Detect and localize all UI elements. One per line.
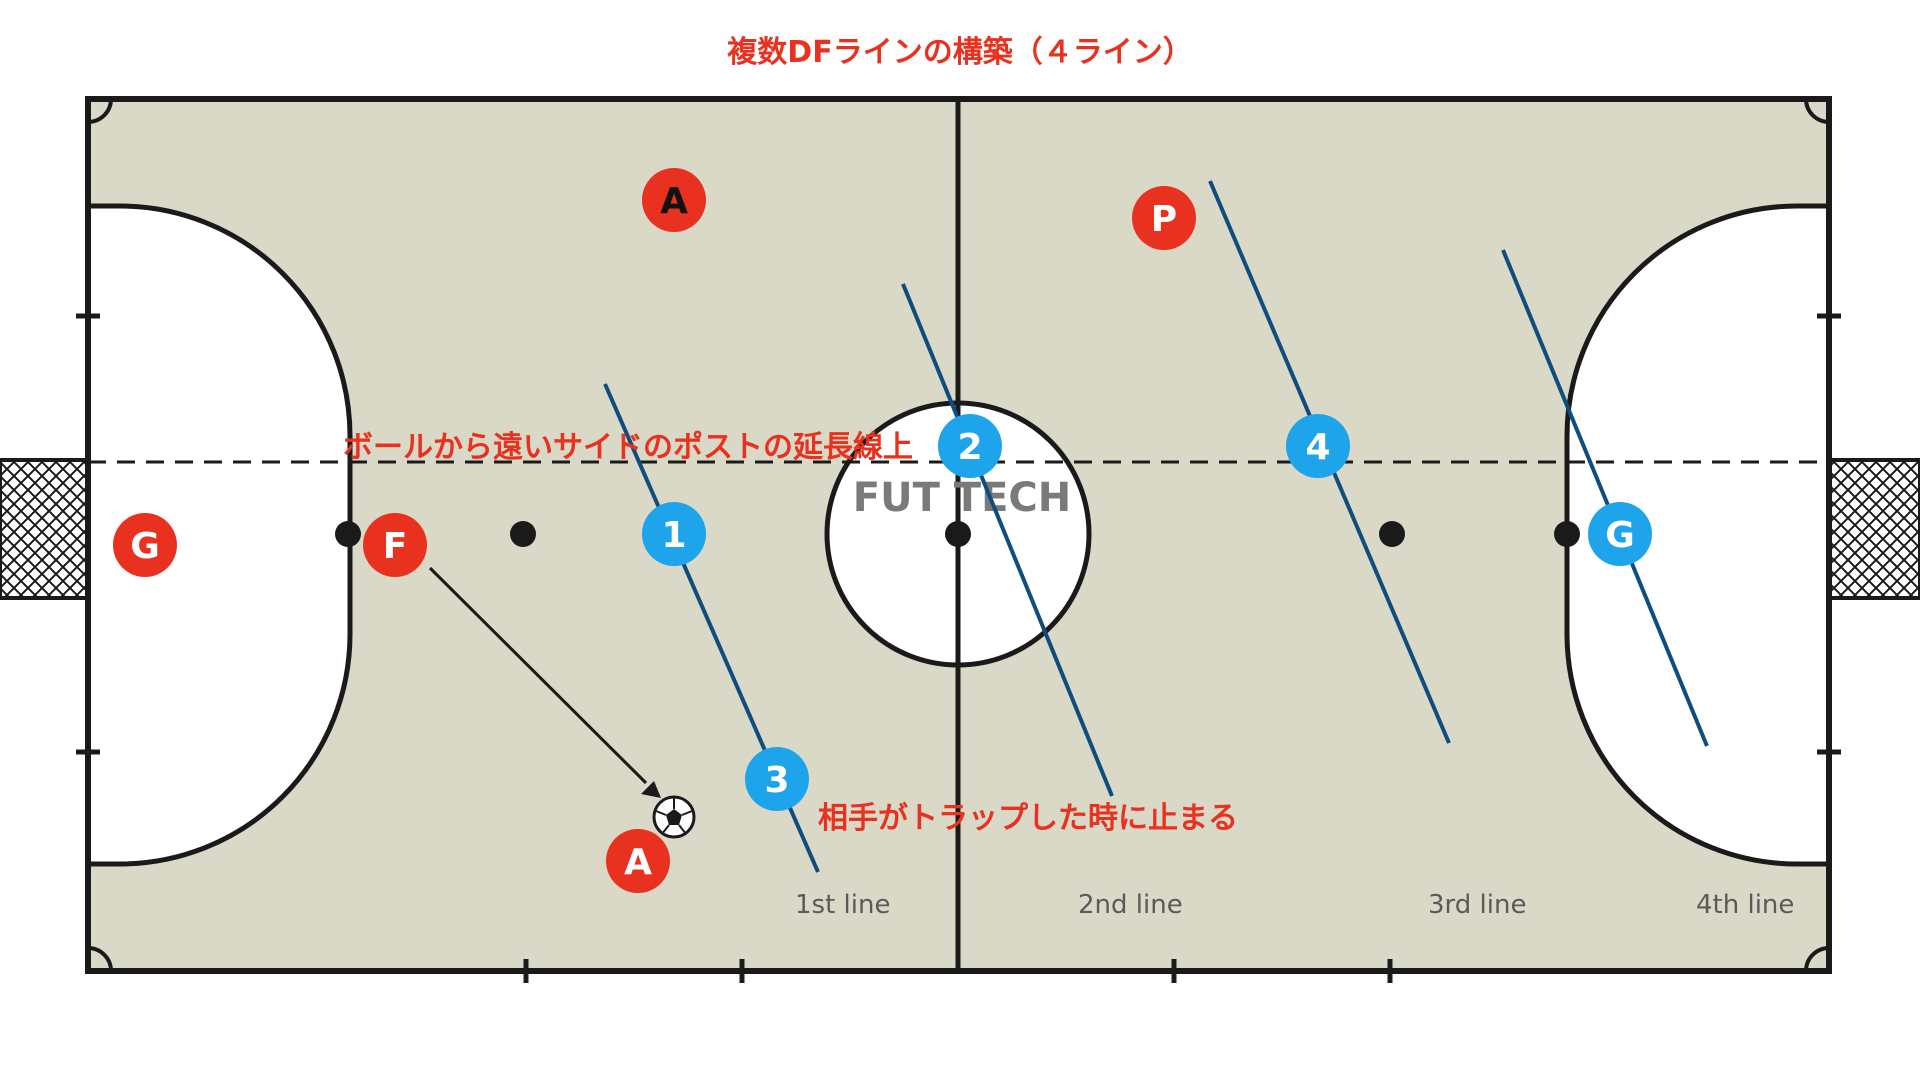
- court-boundary: [85, 96, 1832, 974]
- far-post-annotation: ボールから遠いサイドのポストの延長線上: [343, 430, 913, 465]
- right-goal: [1828, 458, 1920, 600]
- right-second-penalty-spot: [1379, 521, 1405, 547]
- svg-text:G: G: [130, 526, 160, 567]
- pass-arrow: [428, 566, 661, 798]
- df-line-4th: [1501, 249, 1709, 747]
- svg-text:G: G: [1605, 515, 1635, 556]
- left-goal: [0, 458, 90, 600]
- right-penalty-area: [1564, 203, 1832, 867]
- svg-text:3: 3: [764, 760, 789, 801]
- left-penalty-spot: [335, 521, 361, 547]
- soccer-ball-icon: [652, 795, 696, 839]
- attacker-ala-top: A: [642, 168, 706, 232]
- line-label-1st: 1st line: [795, 890, 890, 920]
- watermark-text: FUT TECH: [853, 475, 1071, 521]
- attacker-fixo: F: [363, 513, 427, 577]
- left-second-penalty-spot: [510, 521, 536, 547]
- line-label-2nd: 2nd line: [1078, 890, 1183, 920]
- attacker-players: G F A A P: [113, 168, 1196, 893]
- left-penalty-area: [85, 203, 353, 867]
- attacker-pivot: P: [1132, 186, 1196, 250]
- defender-3: 3: [745, 747, 809, 811]
- line-label-3rd: 3rd line: [1428, 890, 1526, 920]
- line-label-4th: 4th line: [1696, 890, 1794, 920]
- svg-text:F: F: [383, 526, 408, 567]
- boundary-tick-marks: [76, 313, 1841, 983]
- center-spot: [945, 521, 971, 547]
- svg-text:P: P: [1151, 199, 1177, 240]
- right-penalty-spot: [1554, 521, 1580, 547]
- defender-1: 1: [642, 502, 706, 566]
- diagram-title: 複数DFラインの構築（４ライン）: [727, 35, 1192, 70]
- svg-text:4: 4: [1305, 427, 1330, 468]
- defender-4: 4: [1286, 414, 1350, 478]
- court-spots: [335, 521, 1580, 547]
- attacker-ala-bottom: A: [606, 829, 670, 893]
- corner-arcs: [87, 98, 1830, 972]
- defender-players: 1 2 3 4 G: [642, 414, 1652, 811]
- svg-text:A: A: [624, 842, 652, 883]
- attacker-goalkeeper: G: [113, 513, 177, 577]
- svg-text:A: A: [660, 181, 688, 222]
- defender-2: 2: [938, 414, 1002, 478]
- svg-text:2: 2: [957, 427, 982, 468]
- svg-text:1: 1: [661, 515, 686, 556]
- df-line-2nd: [901, 283, 1114, 797]
- trap-stop-annotation: 相手がトラップした時に止まる: [818, 801, 1238, 836]
- defender-goalkeeper: G: [1588, 502, 1652, 566]
